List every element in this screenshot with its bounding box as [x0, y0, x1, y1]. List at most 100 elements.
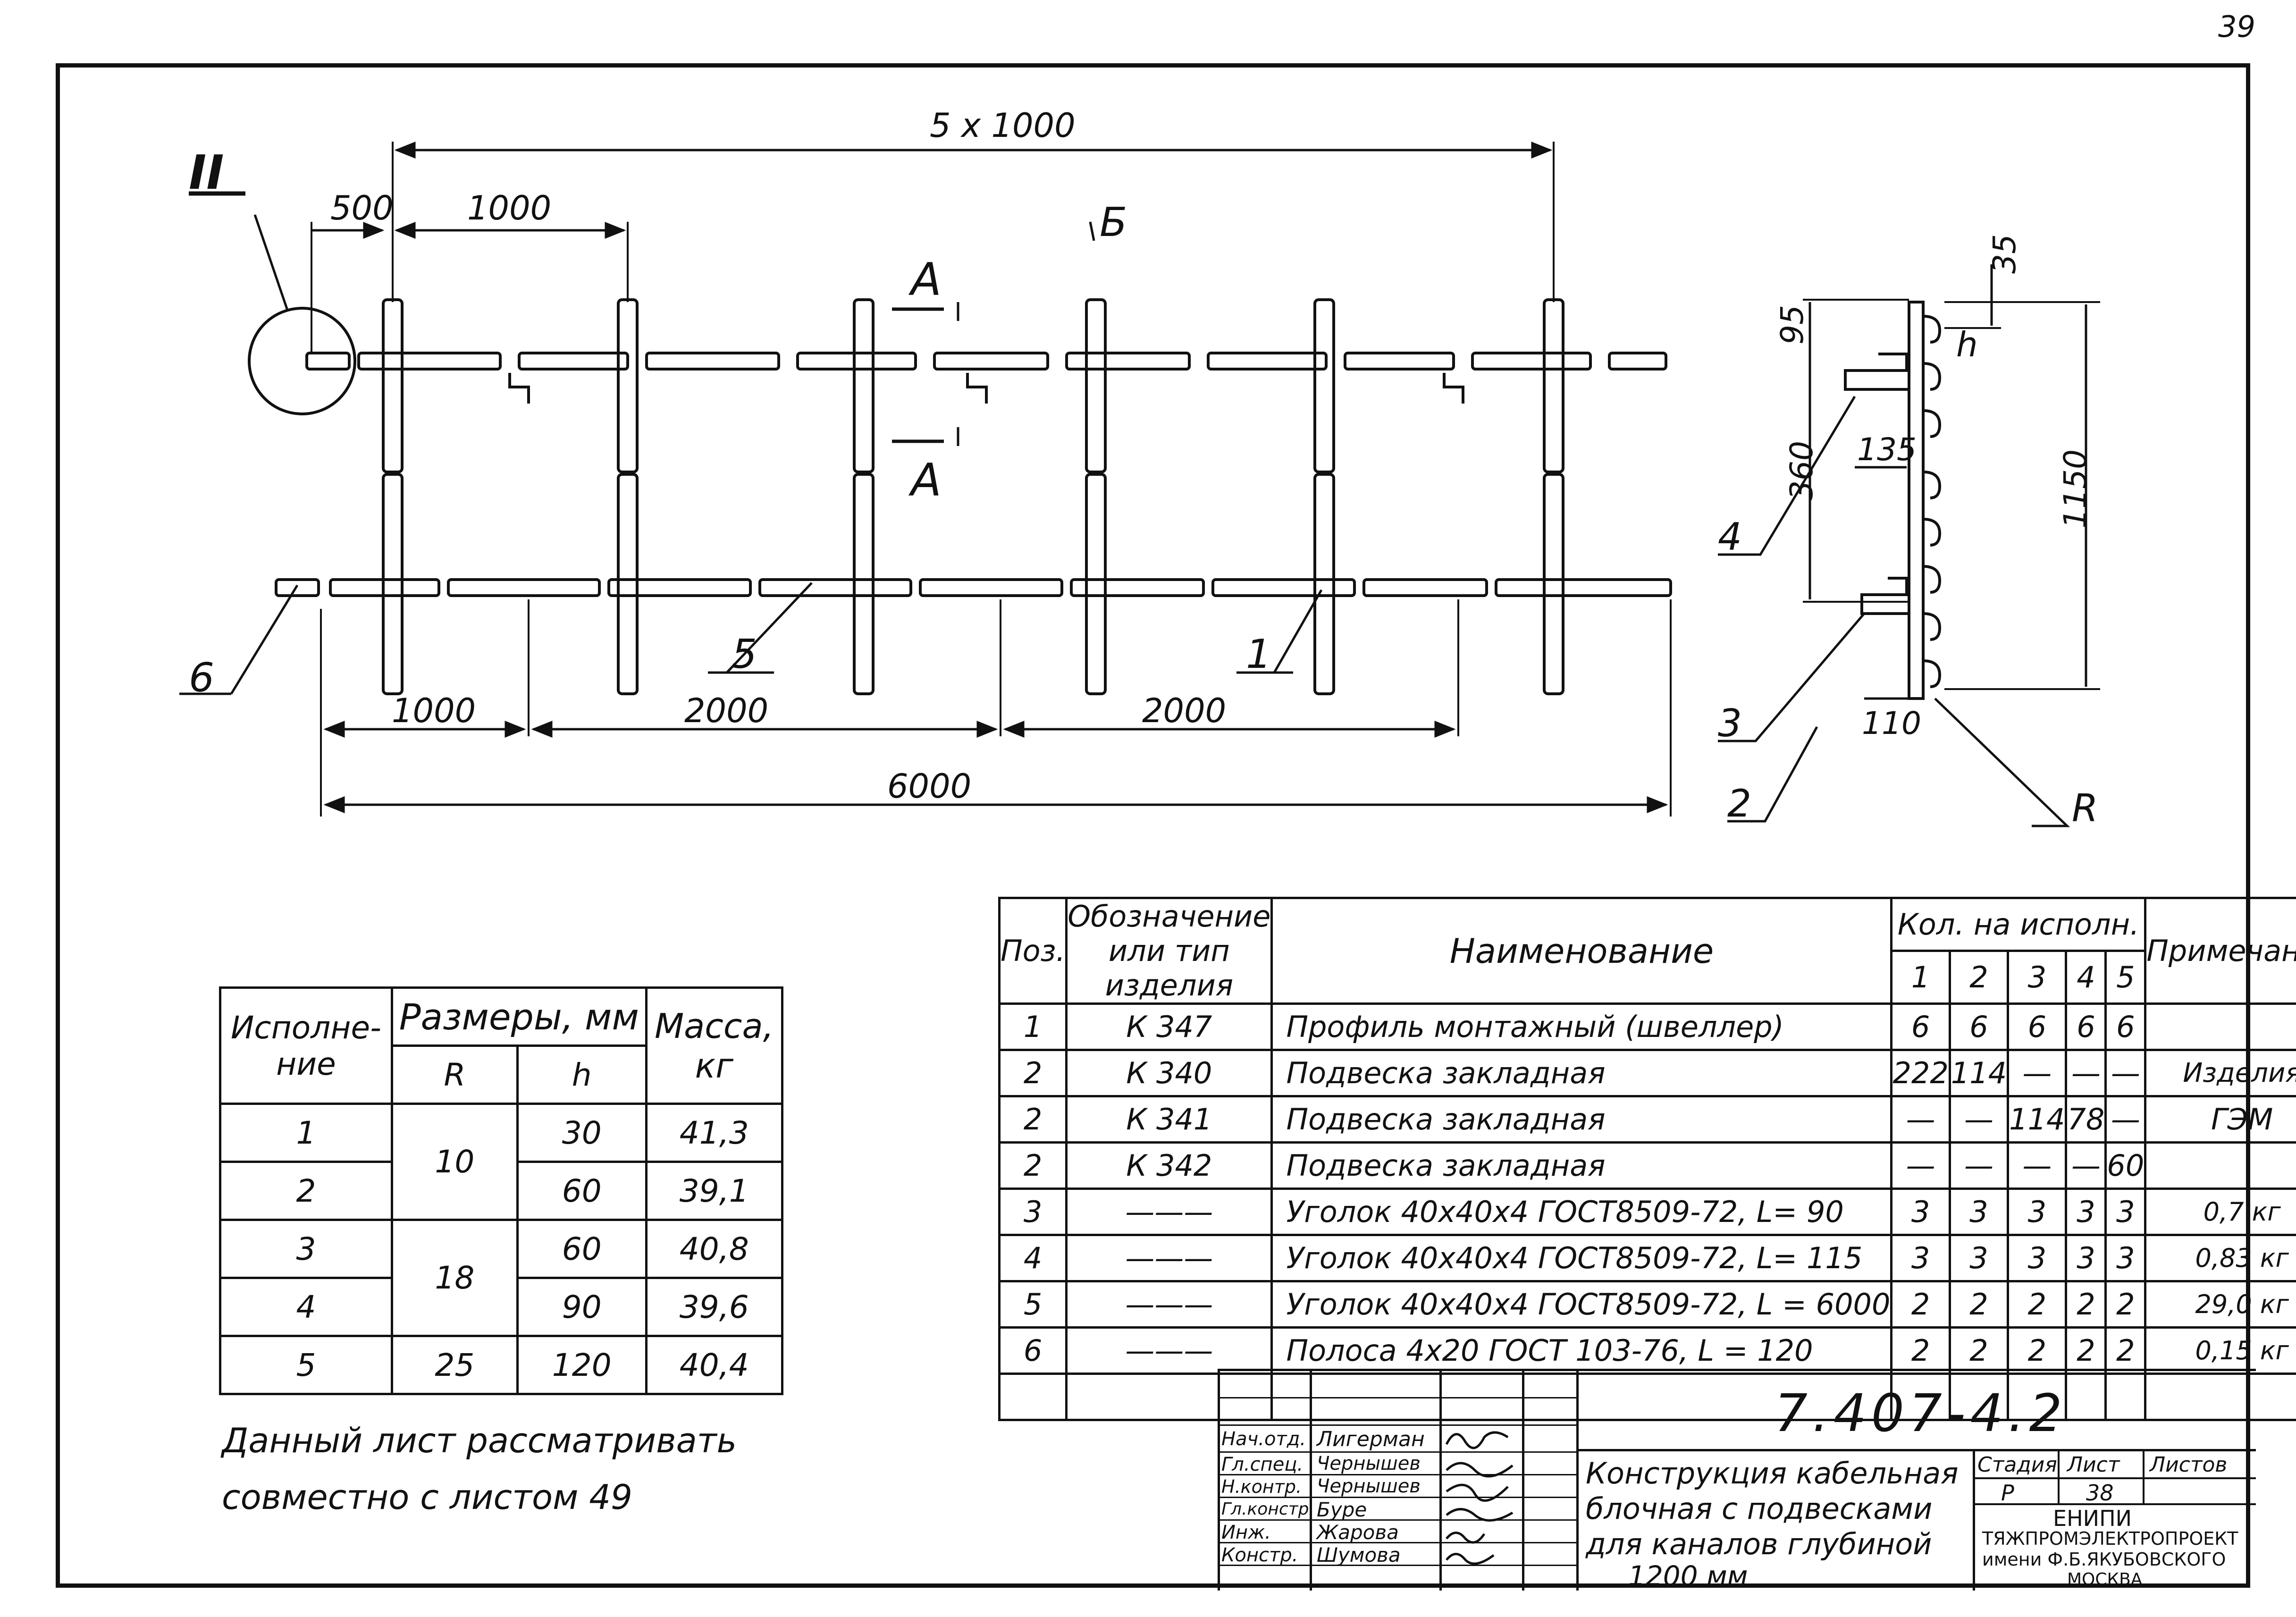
- header-pos: Поз.: [998, 897, 1068, 1005]
- cell-mass: 40,4: [645, 1335, 784, 1395]
- cell-qty: 3: [1948, 1187, 2010, 1236]
- cell-qty: 6: [1948, 1002, 2010, 1051]
- cell-variant: 2: [219, 1161, 393, 1221]
- cell-name: Профиль монтажный (швеллер): [1270, 1002, 1893, 1051]
- cell-name: Полоса 4x20 ГОСТ 103-76, L = 120: [1270, 1326, 1893, 1375]
- cell-qty: 2: [1948, 1326, 2010, 1375]
- cell-name: Подвеска закладная: [1270, 1095, 1893, 1144]
- cell-designation: К 342: [1065, 1141, 1273, 1190]
- header-variant-4: 4: [2065, 950, 2107, 1005]
- header-variant-3: 3: [2007, 950, 2068, 1005]
- header-h: h: [516, 1044, 648, 1105]
- cell-name: Уголок 40x40x4 ГОСТ8509-72, L = 6000: [1270, 1280, 1893, 1329]
- table-row: 5 25 120 40,4: [219, 1335, 784, 1395]
- cell-note: ГЭМ: [2144, 1095, 2296, 1144]
- header-dims: Размеры, мм: [390, 986, 648, 1047]
- callout-3: 3: [1718, 701, 1742, 745]
- dim-bottom-1000: 1000: [392, 691, 476, 730]
- table-row: 1 10 30 41,3: [219, 1103, 784, 1221]
- cell-qty: —: [2104, 1095, 2147, 1144]
- sheets-label: Листов: [2150, 1453, 2228, 1477]
- header-designation: Обозначение или тип изделия: [1065, 897, 1273, 1005]
- table-row-empty: [998, 1373, 2296, 1421]
- cell-h: 120: [516, 1335, 648, 1395]
- cell-pos: 4: [998, 1234, 1068, 1282]
- cell-r: 25: [390, 1335, 519, 1395]
- cell-designation: ———: [1065, 1234, 1273, 1282]
- cell-designation: ———: [1065, 1280, 1273, 1329]
- cell-qty: 78: [2065, 1095, 2107, 1144]
- cell-qty: —: [1890, 1095, 1951, 1144]
- upper-angle-beam: [305, 352, 1667, 404]
- section-a-top: А: [908, 254, 942, 306]
- cell-note: 0,83 кг: [2144, 1234, 2296, 1282]
- name-3: Чернышев: [1317, 1475, 1421, 1497]
- cell-note: 0,7 кг: [2144, 1187, 2296, 1236]
- table-row: 1 К 347 Профиль монтажный (швеллер) 6 6 …: [998, 1002, 2296, 1051]
- specification-table: Поз. Обозначение или тип изделия Наимено…: [998, 897, 2296, 1421]
- cell-mass: 41,3: [645, 1103, 784, 1163]
- cell-qty: —: [2065, 1141, 2107, 1190]
- dim-135: 135: [1857, 431, 1917, 468]
- cell-qty: 2: [1890, 1280, 1951, 1329]
- cell-pos: 6: [998, 1326, 1068, 1375]
- name-4: Буре: [1317, 1498, 1367, 1521]
- dim-360: 360: [1783, 441, 1820, 500]
- table-row: 3 ——— Уголок 40x40x4 ГОСТ8509-72, L= 90 …: [998, 1187, 2296, 1236]
- note-line-1: Данный лист рассматривать: [222, 1421, 737, 1460]
- role-3: Н.контр.: [1221, 1476, 1302, 1497]
- cell-h: 30: [516, 1103, 648, 1163]
- sheet-frame: [56, 63, 2250, 1588]
- cell-qty: 60: [2104, 1141, 2147, 1190]
- cell-qty: 114: [2007, 1095, 2068, 1144]
- cell-qty: —: [1890, 1141, 1951, 1190]
- cell-qty: 3: [2104, 1187, 2147, 1236]
- cell-qty: 2: [2065, 1326, 2107, 1375]
- cell-qty: 6: [2104, 1002, 2147, 1051]
- cell-designation: К 340: [1065, 1049, 1273, 1097]
- cell-qty: 2: [2007, 1326, 2068, 1375]
- cell-variant: 5: [219, 1335, 393, 1395]
- cell-qty: —: [2104, 1049, 2147, 1097]
- cell-qty: 3: [1890, 1234, 1951, 1282]
- title-line-2: блочная с подвесками: [1586, 1491, 1933, 1526]
- org-line-3: имени Ф.Б.ЯКУБОВСКОГО: [1982, 1549, 2226, 1570]
- cell-name: Уголок 40x40x4 ГОСТ8509-72, L= 115: [1270, 1234, 1893, 1282]
- cell-qty: —: [2007, 1141, 2068, 1190]
- cell-qty: 6: [2065, 1002, 2107, 1051]
- header-r: R: [390, 1044, 519, 1105]
- cell-designation: ———: [1065, 1187, 1273, 1236]
- header-mass: Масса, кг: [645, 986, 784, 1105]
- cell-note: 0,15 кг: [2144, 1326, 2296, 1375]
- name-2: Чернышев: [1317, 1453, 1421, 1474]
- dim-35: 35: [1986, 234, 2023, 274]
- cell-qty: 222: [1890, 1049, 1951, 1097]
- title-line-4: 1200 мм: [1628, 1560, 1748, 1592]
- title-line-3: для каналов глубиной: [1586, 1527, 1932, 1561]
- cell-pos: 3: [998, 1187, 1068, 1236]
- lower-angle-beam: [275, 578, 1672, 597]
- role-5: Инж.: [1221, 1522, 1271, 1543]
- cell-qty: 2: [2065, 1280, 2107, 1329]
- table-row: 5 ——— Уголок 40x40x4 ГОСТ8509-72, L = 60…: [998, 1280, 2296, 1329]
- callout-1: 1: [1246, 631, 1271, 678]
- cell-name: Подвеска закладная: [1270, 1141, 1893, 1190]
- dim-bottom-6000: 6000: [887, 767, 971, 806]
- cell-pos: 2: [998, 1049, 1068, 1097]
- table-row: 4 90 39,6: [219, 1277, 784, 1337]
- stage-label: Стадия: [1977, 1453, 2057, 1477]
- org-line-1: ЕНИПИ: [2053, 1506, 2132, 1531]
- cell-h: 60: [516, 1219, 648, 1279]
- corner-page-number: 39: [2218, 9, 2255, 44]
- cell-qty: 6: [1890, 1002, 1951, 1051]
- org-line-2: ТЯЖПРОМЭЛЕКТРОПРОЕКТ: [1982, 1528, 2238, 1549]
- cell-h: 60: [516, 1161, 648, 1221]
- cell-note: [2144, 1002, 2296, 1051]
- cell-qty: 2: [2104, 1280, 2147, 1329]
- cell-pos: 1: [998, 1002, 1068, 1051]
- callout-2: 2: [1727, 782, 1751, 825]
- cell-variant: 1: [219, 1103, 393, 1163]
- side-section-view: 35 95 h 360 135 1150 110 4 3 2 R: [1718, 234, 2100, 830]
- header-variant-2: 2: [1948, 950, 2010, 1005]
